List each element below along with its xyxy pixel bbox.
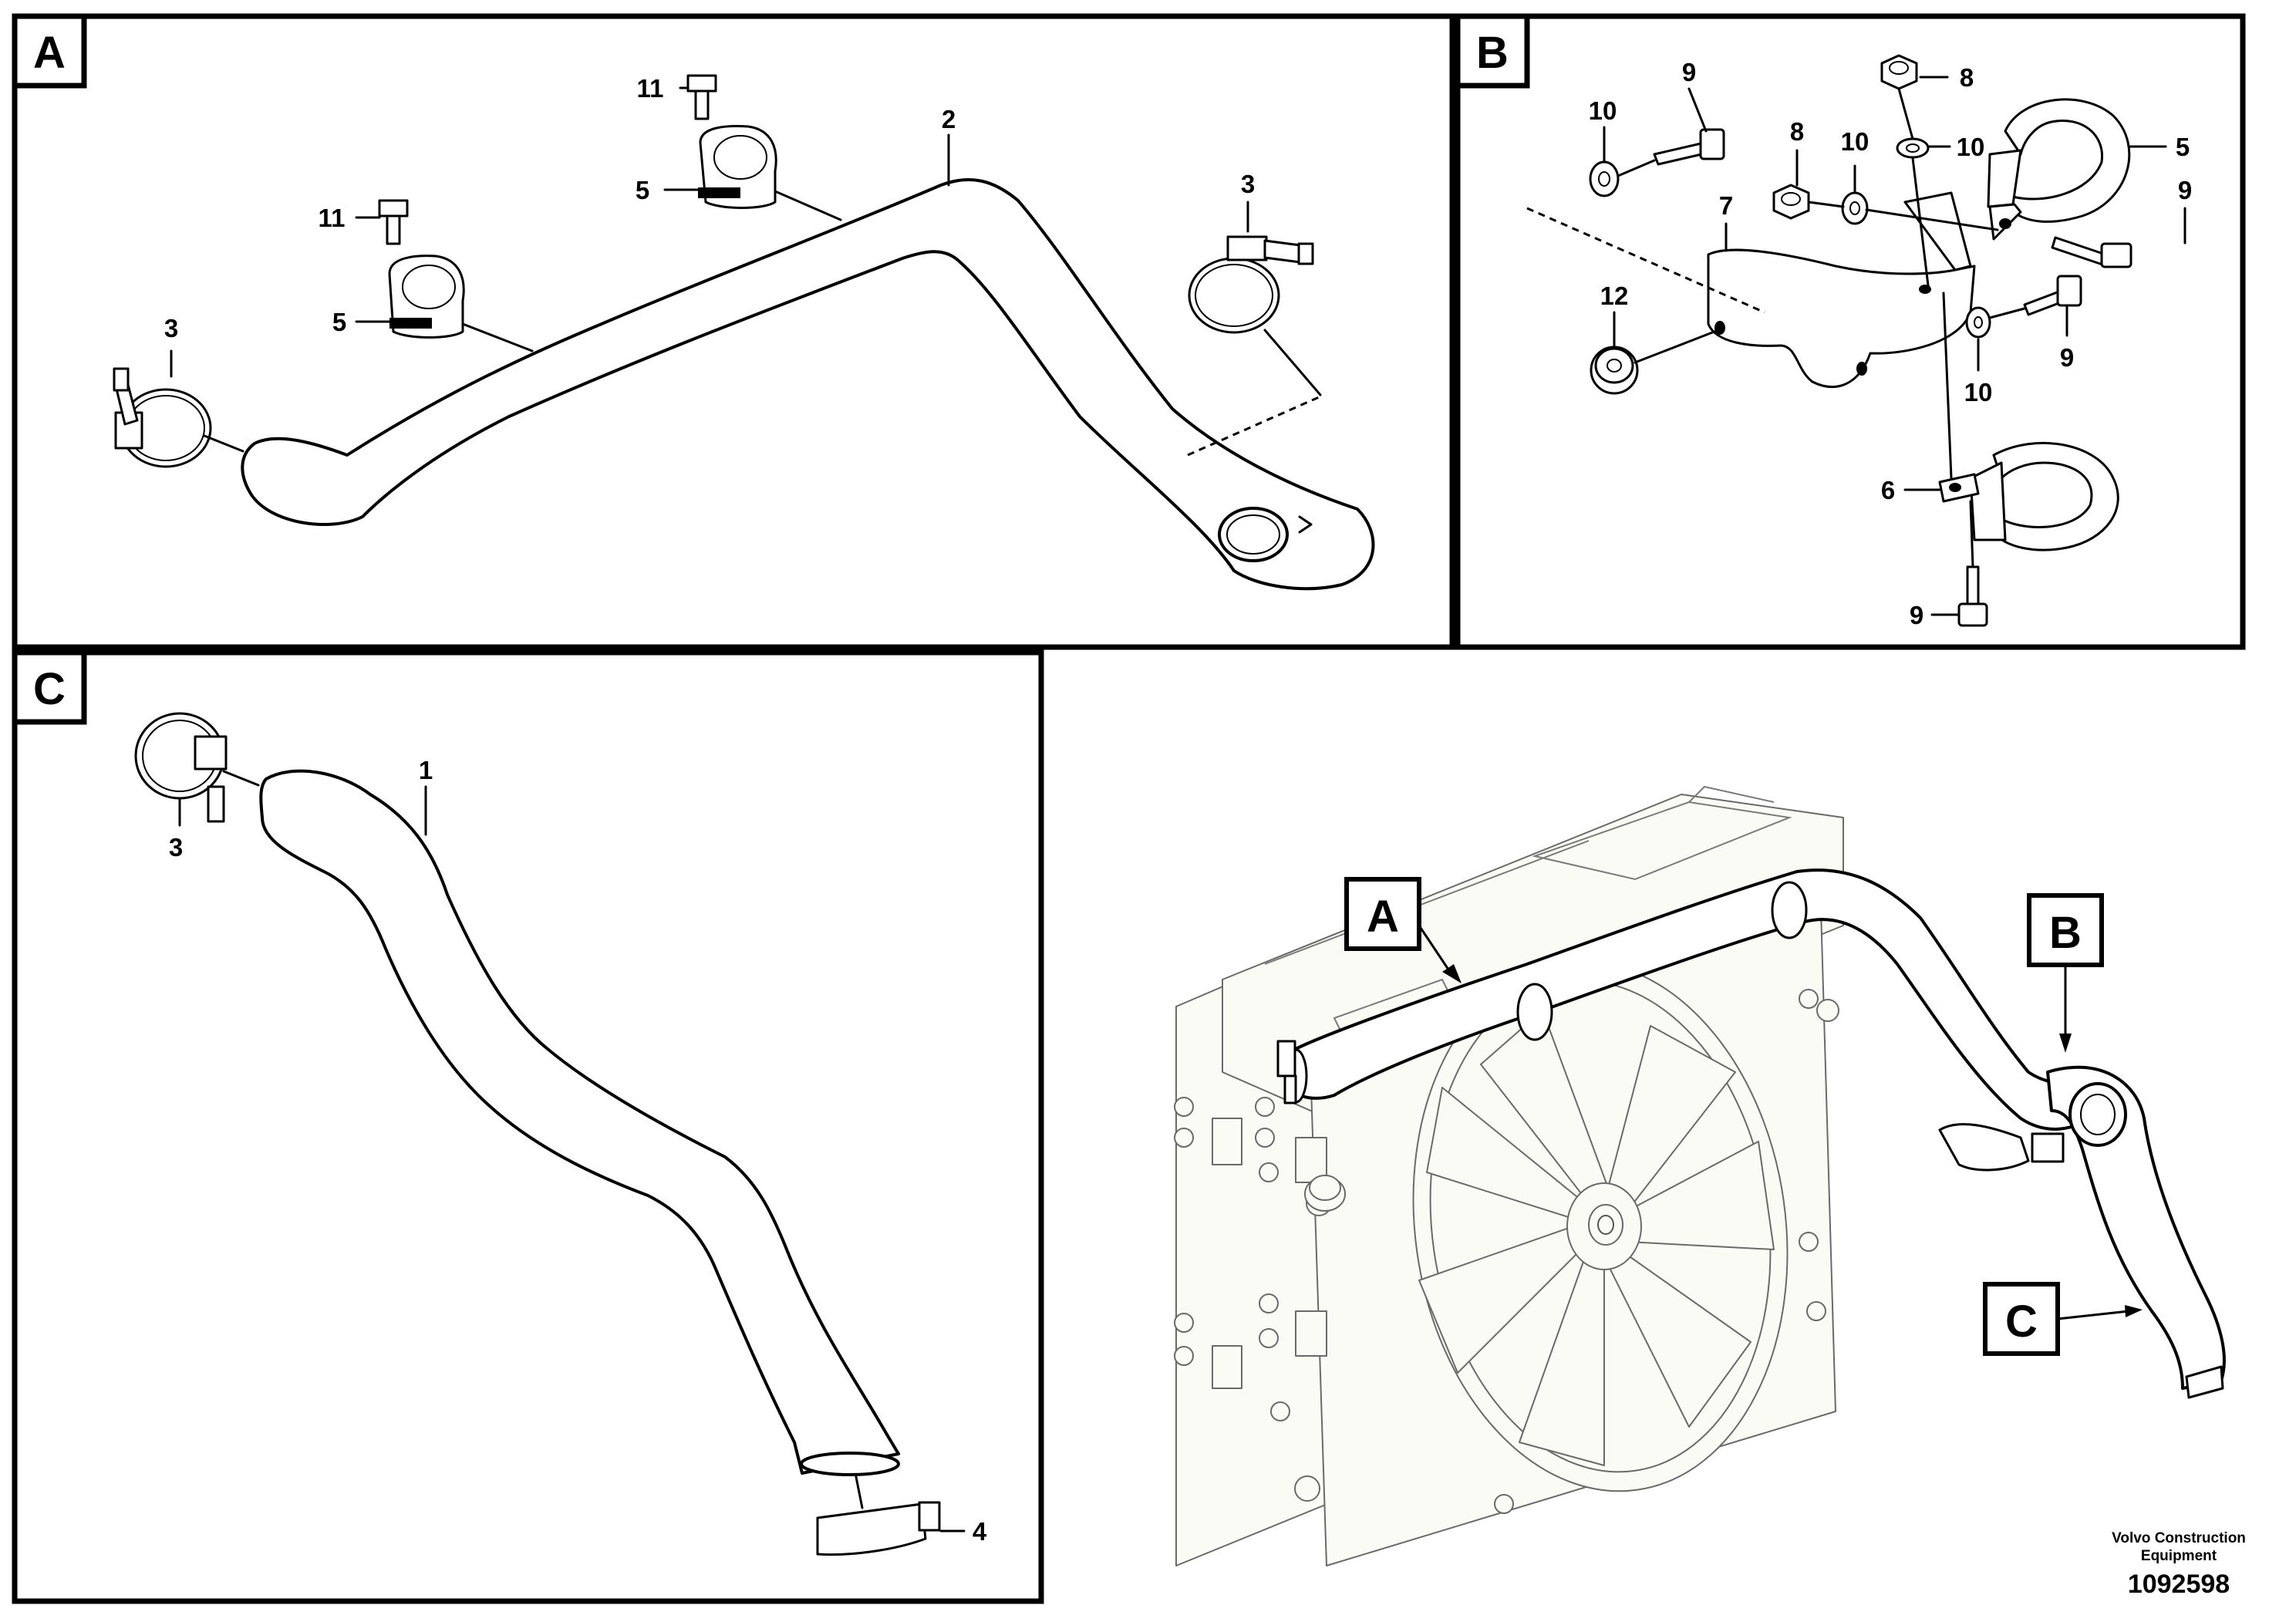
hose-clip-lower: [388, 255, 465, 339]
callout-b-9-mid: 9: [2060, 343, 2074, 372]
cooling-fan: [1412, 960, 1789, 1492]
overview-hose-c: [2046, 1065, 2226, 1399]
bolt-9-mid: [2023, 275, 2082, 316]
hose-clamp-left: [113, 367, 212, 468]
bolt-lower: [378, 199, 409, 245]
overview-tag-c: C: [1983, 1282, 2143, 1356]
callout-c-4: 4: [973, 1517, 987, 1546]
callout-c-3: 3: [169, 833, 183, 862]
panel-c-tag: C: [12, 649, 87, 725]
bracket-clamp-lower: [1938, 441, 2119, 551]
panel-c-tag-label: C: [33, 664, 66, 714]
panel-a-tag-label: A: [33, 28, 66, 78]
axis-b-5: [1942, 292, 1953, 480]
callout-b-9-bottom: 9: [1910, 601, 1923, 629]
leader-a-5-upper-hose: [774, 190, 842, 221]
callout-b-9-top: 9: [1682, 58, 1696, 86]
leader-c-4-hose: [855, 1475, 864, 1509]
panel-b: 9 10 8 10 10 8 5 9 7 12 9 10 6 9: [1526, 54, 2192, 629]
callout-b-5: 5: [2176, 133, 2190, 161]
overview-illustration: A B C: [1174, 785, 2226, 1566]
callout-b-7: 7: [1719, 191, 1733, 220]
callout-b-10-right: 10: [1964, 378, 1993, 406]
callout-b-9-right: 9: [2178, 176, 2192, 204]
bracket-clamp-upper: [1987, 98, 2131, 241]
callout-a-5-upper: 5: [636, 176, 649, 204]
brand-line-2: Equipment: [2141, 1548, 2217, 1564]
panel-b-tag: B: [1455, 13, 1530, 89]
bolt-9-bottom: [1957, 565, 1988, 627]
panel-c: 1 3 4: [134, 712, 987, 1556]
centerline-b: [1526, 207, 1765, 314]
callout-b-10-top: 10: [1957, 133, 1985, 161]
leader-b-9-top: [1687, 87, 1708, 133]
overview-tag-b: B: [2027, 893, 2104, 1053]
panel-b-frame: [1455, 13, 2246, 650]
leader-a-3-right-hose: [1263, 329, 1322, 396]
panel-a: 11 5 11 5 3 2 3: [113, 74, 1375, 591]
panel-c-frame: [12, 649, 1044, 1604]
axis-b-2: [1911, 157, 1930, 287]
callout-b-6: 6: [1881, 476, 1895, 504]
leader-c-3-hose: [222, 770, 260, 787]
axis-b-8: [1617, 159, 1656, 177]
washer-10-right: [1965, 306, 1991, 339]
bolt-9-top: [1653, 128, 1725, 166]
callout-b-10-mid: 10: [1841, 127, 1870, 156]
overview-tag-a-label: A: [1367, 892, 1399, 942]
bracket-part-7: [1707, 191, 1976, 389]
brand-line-1: Volvo Construction: [2112, 1530, 2246, 1546]
panel-a-frame: [12, 13, 1455, 650]
washer-10-top: [1896, 137, 1930, 159]
spacer-part-12: [1590, 346, 1639, 395]
bolt-upper: [686, 74, 717, 120]
leader-a-3-left-hose: [203, 434, 244, 453]
callout-a-11-lower: 11: [319, 204, 346, 232]
hose-part-1: [259, 769, 900, 1476]
bolt-9-right: [2051, 236, 2132, 268]
nut-8-left: [1772, 184, 1810, 220]
hose-clamp-right: [1188, 235, 1314, 334]
callout-c-1: 1: [419, 756, 433, 784]
callout-a-3-left: 3: [164, 314, 178, 342]
overview-bracket: [1938, 1123, 2065, 1172]
leader-a-5-lower-hose: [461, 322, 534, 352]
callout-a-3-right: 3: [1241, 170, 1255, 198]
axis-b-4: [1865, 208, 1999, 231]
radiator-cap: [1304, 1175, 1346, 1212]
overview-tag-c-label: C: [2005, 1297, 2038, 1347]
panel-b-tag-label: B: [1476, 28, 1509, 78]
housing-bolts: [1174, 989, 1839, 1514]
washer-10-left: [1589, 160, 1620, 197]
callout-b-8-left: 8: [1790, 117, 1804, 146]
document-number: 1092598: [2128, 1570, 2230, 1599]
axis-b-3: [1807, 201, 1845, 208]
panel-a-tag: A: [12, 13, 87, 89]
axis-b-1: [1897, 87, 1914, 140]
axis-b-7: [1633, 329, 1720, 364]
callout-a-2: 2: [942, 105, 956, 133]
axis-b-6: [1969, 500, 1974, 568]
callout-b-10-left: 10: [1589, 96, 1617, 125]
overview-tag-b-label: B: [2049, 908, 2082, 958]
callout-a-5-lower: 5: [332, 308, 346, 336]
hose-clamp-bottom: [816, 1501, 941, 1556]
callout-b-12: 12: [1600, 282, 1629, 310]
hose-part-2: [241, 178, 1375, 591]
washer-10-mid: [1841, 191, 1869, 225]
axis-b-9: [1988, 307, 2026, 319]
overview-tag-a: A: [1344, 877, 1462, 983]
nut-8-top: [1880, 54, 1918, 90]
hose-clip-upper: [698, 124, 777, 209]
callout-b-8-top: 8: [1960, 63, 1974, 92]
overview-hose-a: [1283, 868, 2099, 1131]
publisher-footer: Volvo Construction Equipment 1092598: [2112, 1530, 2246, 1599]
overview-clamp-fitting: [1276, 1040, 1297, 1104]
callout-a-11-upper: 11: [637, 74, 664, 103]
